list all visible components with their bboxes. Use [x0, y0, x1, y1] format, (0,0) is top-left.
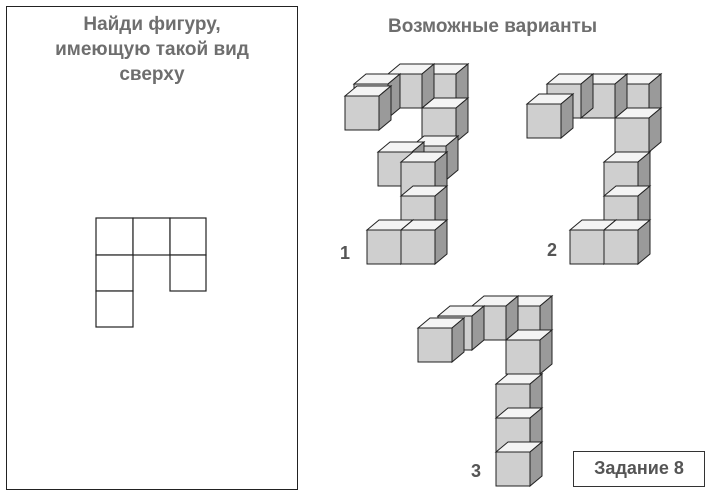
- task-prompt-line-2: имеющую такой вид: [55, 39, 249, 60]
- grid-cell: [169, 254, 207, 292]
- task-prompt: Найди фигуру, имеющую такой вид сверху: [6, 12, 298, 87]
- option-1-figure: [344, 63, 469, 265]
- task-prompt-line-1: Найди фигуру,: [83, 14, 221, 35]
- options-heading: Возможные варианты: [388, 16, 598, 37]
- task-prompt-line-3: сверху: [119, 64, 185, 85]
- grid-cell: [95, 254, 134, 292]
- top-view-grid: [95, 217, 207, 328]
- grid-cell: [169, 217, 207, 256]
- grid-cell: [132, 217, 171, 256]
- option-2-label[interactable]: 2: [547, 240, 558, 260]
- option-1-label[interactable]: 1: [340, 243, 351, 263]
- grid-cell: [95, 217, 134, 256]
- grid-cell: [95, 290, 134, 328]
- option-2-figure: [526, 73, 662, 265]
- option-3-label[interactable]: 3: [471, 461, 482, 481]
- task-number-badge: Задание 8: [573, 451, 705, 487]
- option-3-figure: [417, 295, 553, 487]
